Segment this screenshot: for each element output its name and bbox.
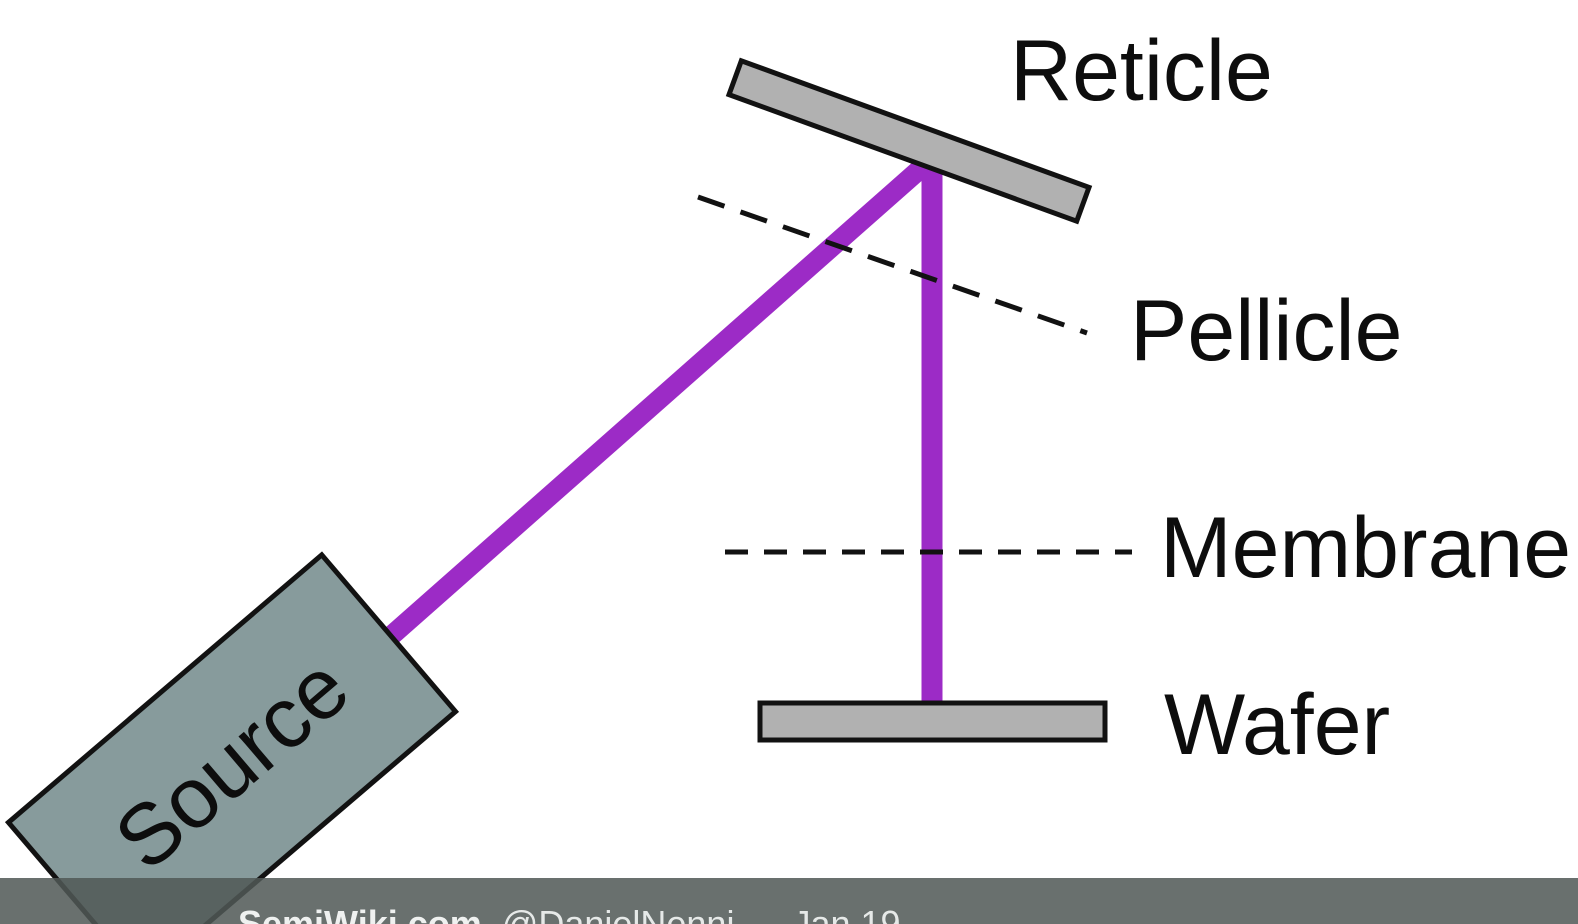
attribution-text: SemiWiki.com @DanielNenni · Jan 19: [238, 904, 901, 924]
pellicle-dashed-line: [697, 194, 1088, 336]
attribution-bar: SemiWiki.com @DanielNenni · Jan 19: [0, 878, 1578, 924]
dot-separator: ·: [760, 903, 773, 924]
pellicle-label: Pellicle: [1130, 283, 1403, 379]
reticle-label: Reticle: [1010, 23, 1273, 119]
wafer-bar: [757, 700, 1108, 743]
author-handle: @DanielNenni: [501, 903, 735, 924]
membrane-label: Membrane: [1160, 500, 1572, 596]
wafer-label: Wafer: [1164, 677, 1391, 773]
beam-source-to-reticle: [384, 154, 935, 644]
site-name: SemiWiki.com: [238, 903, 482, 924]
post-date: Jan 19: [792, 903, 901, 924]
reticle-bar: [725, 57, 1093, 225]
